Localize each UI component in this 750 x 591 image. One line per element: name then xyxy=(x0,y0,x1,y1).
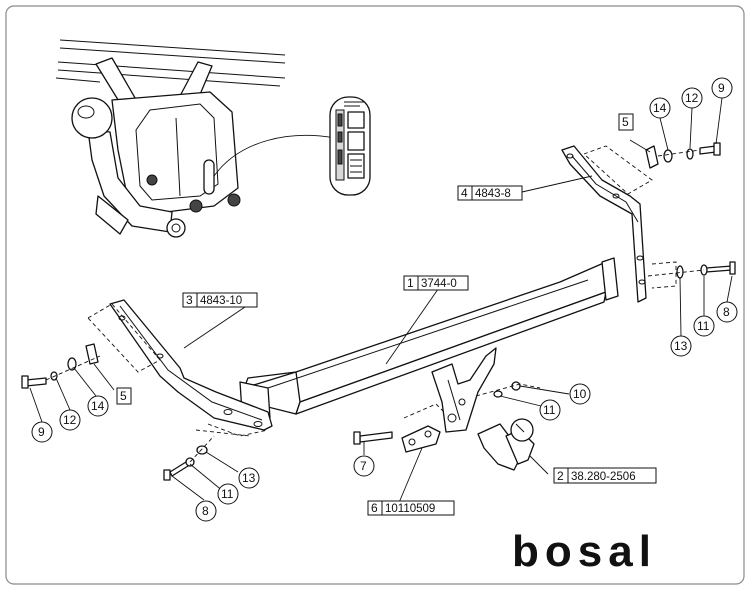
label-11-left: 11 xyxy=(221,487,234,501)
right-bracket-part-4 xyxy=(561,145,677,303)
installed-view-inset xyxy=(55,39,336,238)
label-11-center: 11 xyxy=(543,403,556,417)
callout-6: 6 10110509 xyxy=(367,500,455,516)
callout-2: 2 38.280-2506 xyxy=(553,467,657,484)
label-13-right: 13 xyxy=(674,339,688,353)
label-5-left-box xyxy=(116,387,132,405)
svg-text:3744-0: 3744-0 xyxy=(421,278,457,290)
callout-3: 3 4843-10 xyxy=(182,292,258,308)
label-12-top: 12 xyxy=(685,91,699,105)
callout-1: 1 3744-0 xyxy=(403,275,469,291)
label-5-top: 5 xyxy=(622,115,629,129)
label-5-top-box xyxy=(618,113,634,131)
label-11-right: 11 xyxy=(697,319,710,333)
bosal-logo: bosal xyxy=(512,527,657,576)
svg-text:3: 3 xyxy=(186,293,193,307)
item-labels: 5 14 12 9 8 11 13 10 11 7 9 12 14 5 13 1… xyxy=(31,77,738,522)
svg-text:2: 2 xyxy=(557,469,564,483)
label-13-left: 13 xyxy=(242,471,256,485)
socket-plate-part-6 xyxy=(401,403,447,453)
label-9-left: 9 xyxy=(38,425,45,439)
label-plate-detail xyxy=(329,96,371,196)
leader-lines xyxy=(29,97,733,506)
svg-text:4843-8: 4843-8 xyxy=(475,188,511,200)
label-7: 7 xyxy=(360,459,367,473)
tow-ball-part-2 xyxy=(477,418,535,471)
svg-text:10110509: 10110509 xyxy=(385,503,435,515)
label-10: 10 xyxy=(573,387,587,401)
svg-text:1: 1 xyxy=(407,276,414,290)
callout-4: 4 4843-8 xyxy=(457,185,523,201)
svg-text:4843-10: 4843-10 xyxy=(200,295,242,307)
label-12-left: 12 xyxy=(63,413,77,427)
label-8-right: 8 xyxy=(723,305,730,319)
left-bracket-part-3 xyxy=(87,299,273,437)
svg-text:38.280-2506: 38.280-2506 xyxy=(571,471,636,483)
svg-text:6: 6 xyxy=(371,501,378,515)
label-14-top: 14 xyxy=(653,101,667,115)
label-14-left: 14 xyxy=(91,399,105,413)
label-8-left: 8 xyxy=(202,504,209,518)
fasteners xyxy=(21,142,736,481)
main-crossbar-part-1 xyxy=(239,257,619,433)
label-5-left: 5 xyxy=(120,389,127,403)
label-9-top: 9 xyxy=(718,81,725,95)
svg-text:4: 4 xyxy=(461,186,468,200)
svg-text:bosal: bosal xyxy=(512,527,657,576)
